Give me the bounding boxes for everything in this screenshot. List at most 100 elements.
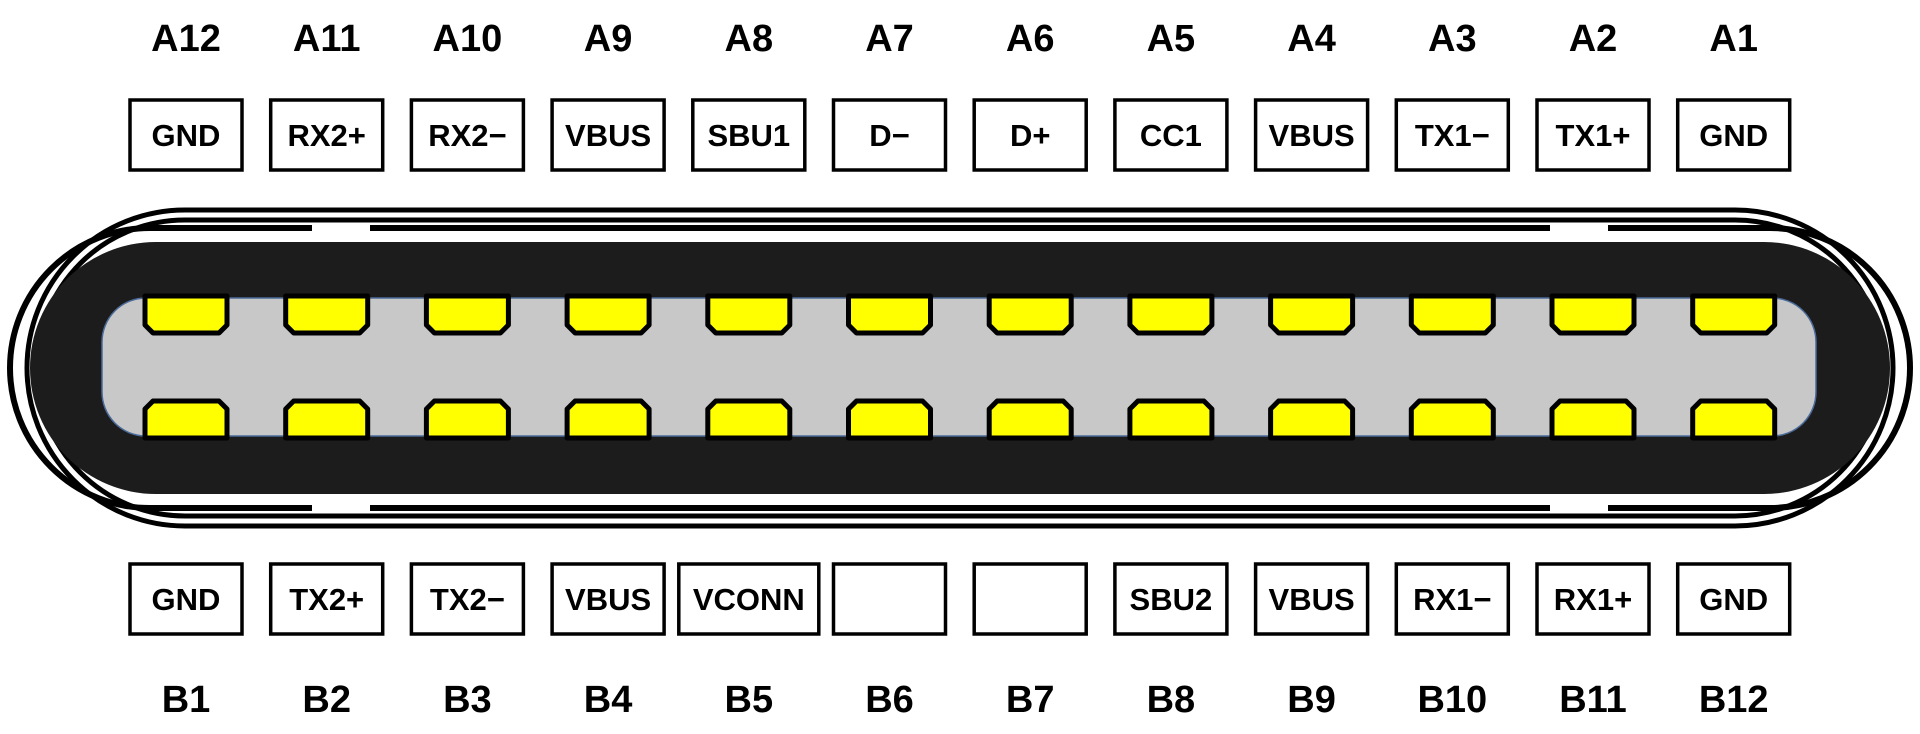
signal-rx1plus: RX1+: [1554, 582, 1632, 617]
signal-box-frame: [550, 98, 666, 172]
signal-box-b9: VBUS: [1253, 562, 1370, 636]
signal-box-b1: GND: [128, 562, 244, 636]
contact-b11: [1549, 398, 1637, 441]
contact-a1: [1690, 293, 1778, 336]
signal-box-frame: [128, 98, 244, 172]
contact-a5: [1127, 293, 1215, 336]
contact-a6: [986, 293, 1074, 336]
signal-box-frame: [1535, 98, 1651, 172]
signal-box-b6: [831, 562, 948, 636]
inner-rail-left-arc: [7, 225, 151, 511]
signal-box-b10: RX1−: [1394, 562, 1511, 636]
pin-id-b1: B1: [162, 679, 211, 721]
signal-box-frame: [1253, 562, 1370, 636]
signal-box-frame: [409, 562, 526, 636]
signal-box-a9: VBUS: [550, 98, 666, 172]
pin-id-a7: A7: [865, 18, 914, 60]
signal-box-b2: TX2+: [268, 562, 385, 636]
top-signal-row: GND RX2+ RX2− VBUS SBU1 D− D+ CC1 VBUS TX1− TX1+ GN…: [128, 98, 1792, 172]
signal-box-frame: [409, 98, 526, 172]
pin-id-a8: A8: [725, 18, 774, 60]
signal-box-frame: [268, 562, 385, 636]
pin-id-b7: B7: [1006, 679, 1055, 721]
contact-b10: [1408, 398, 1496, 441]
contact-b6: [846, 398, 933, 441]
signal-rx2plus: RX2+: [287, 118, 365, 153]
contact-b8: [1127, 398, 1215, 441]
pin-id-b6: B6: [865, 679, 914, 721]
signal-box-frame: [831, 562, 948, 636]
pin-id-a9: A9: [584, 18, 633, 60]
signal-box-frame: [831, 98, 948, 172]
signal-box-frame: [128, 562, 244, 636]
contact-a2: [1549, 293, 1637, 336]
pin-id-a12: A12: [151, 18, 221, 60]
signal-vbus: VBUS: [1269, 118, 1355, 153]
signal-box-frame: [1675, 562, 1792, 636]
pin-id-b2: B2: [302, 679, 351, 721]
signal-box-a7: D−: [831, 98, 948, 172]
signal-box-b11: RX1+: [1535, 562, 1651, 636]
signal-gnd: GND: [152, 582, 221, 617]
signal-box-a5: CC1: [1113, 98, 1229, 172]
signal-box-frame: [1394, 98, 1511, 172]
signal-gnd: GND: [152, 118, 221, 153]
contact-b5: [705, 398, 793, 441]
bottom-contact-row: [142, 398, 1778, 441]
signal-dplus: D+: [1010, 118, 1051, 153]
pin-id-b8: B8: [1147, 679, 1196, 721]
pin-id-b9: B9: [1287, 679, 1336, 721]
signal-box-b12: GND: [1675, 562, 1792, 636]
signal-box-a8: SBU1: [691, 98, 807, 172]
contact-b12: [1690, 398, 1778, 441]
pin-id-b11: B11: [1559, 679, 1627, 721]
inner-rail-right-arc: [1769, 225, 1913, 511]
signal-tx1plus: TX1+: [1556, 118, 1631, 153]
signal-box-frame: [972, 98, 1088, 172]
pin-id-a11: A11: [293, 18, 361, 60]
outer-shell-outline: [24, 207, 1896, 529]
contact-b2: [283, 398, 371, 441]
contact-a4: [1268, 293, 1356, 336]
signal-box-frame: [550, 562, 666, 636]
contact-a12: [142, 293, 230, 336]
signal-vbus: VBUS: [1269, 582, 1355, 617]
signal-box-b4: VBUS: [550, 562, 666, 636]
signal-box-a12: GND: [128, 98, 244, 172]
signal-box-a6: D+: [972, 98, 1088, 172]
contact-b7: [986, 398, 1074, 441]
contact-a8: [705, 293, 793, 336]
pin-id-a3: A3: [1428, 18, 1477, 60]
signal-box-frame: [677, 562, 821, 636]
pin-id-a6: A6: [1006, 18, 1055, 60]
signal-box-frame: [972, 562, 1088, 636]
pin-id-a5: A5: [1147, 18, 1196, 60]
pin-id-a10: A10: [433, 18, 503, 60]
pin-id-a1: A1: [1709, 18, 1758, 60]
signal-gnd: GND: [1699, 582, 1768, 617]
signal-box-a2: TX1+: [1535, 98, 1651, 172]
signal-box-b7: [972, 562, 1088, 636]
signal-box-frame: [268, 98, 385, 172]
signal-box-a4: VBUS: [1253, 98, 1370, 172]
signal-box-frame: [1253, 98, 1370, 172]
signal-box-a3: TX1−: [1394, 98, 1511, 172]
signal-box-a10: RX2−: [409, 98, 526, 172]
signal-dminus: D−: [869, 118, 910, 153]
signal-box-b5: VCONN: [677, 562, 821, 636]
pin-id-a2: A2: [1569, 18, 1618, 60]
signal-sbu2: SBU2: [1130, 582, 1213, 617]
signal-rx2minus: RX2−: [428, 118, 506, 153]
pin-id-b12: B12: [1699, 679, 1769, 721]
contact-a10: [423, 293, 511, 336]
signal-vconn: VCONN: [693, 582, 805, 617]
signal-box-b8: SBU2: [1113, 562, 1229, 636]
contact-a11: [283, 293, 371, 336]
signal-box-frame: [691, 98, 807, 172]
signal-box-frame: [1113, 562, 1229, 636]
signal-box-a1: GND: [1675, 98, 1792, 172]
